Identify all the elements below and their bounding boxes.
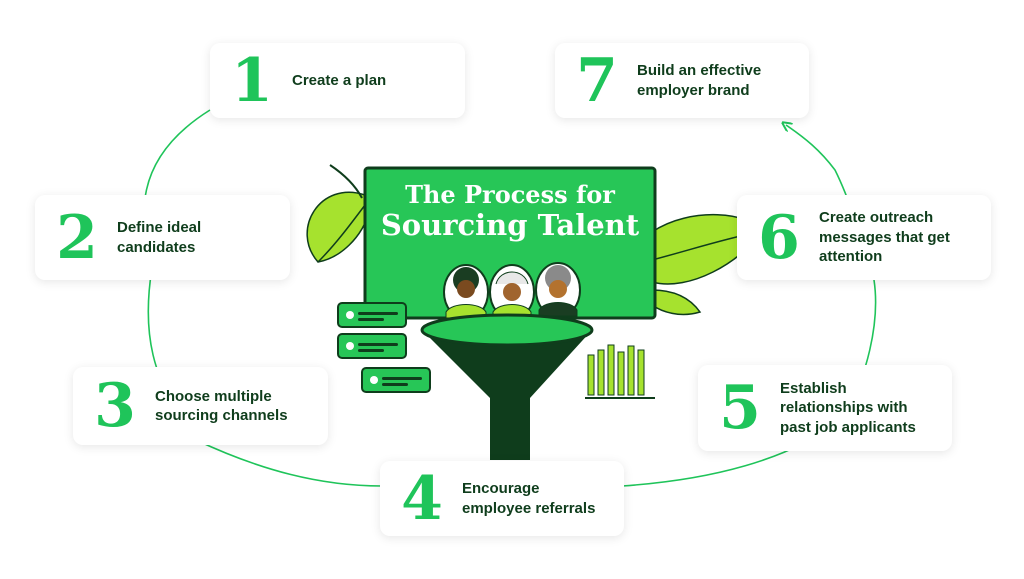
step-card-2: 2 Define ideal candidates [35,195,290,280]
step-number: 4 [401,463,443,534]
step-number: 6 [758,202,800,273]
leaf-icon [306,164,371,263]
step-number: 1 [231,45,273,116]
step-card-1: 1 Create a plan [210,43,465,118]
step-label: Build an effective employer brand [637,62,762,99]
step-card-5: 5 Establish relationships with past job … [698,365,952,451]
step-label: Choose multiple sourcing channels [155,387,288,425]
list-card-icon [361,367,431,393]
bar-chart-icon [585,344,655,399]
list-card-icon [337,333,407,359]
diagram-title: The Process for Sourcing Talent [365,180,655,243]
candidate-avatar-icon [489,264,535,320]
title-line-1: The Process for [405,180,615,209]
step-card-6: 6 Create outreach messages that get atte… [737,195,991,280]
candidate-avatar-icon [443,264,489,320]
step-number: 7 [576,45,618,116]
leaf-icon [651,214,763,316]
step-card-3: 3 Choose multiple sourcing channels [73,367,328,445]
step-label: Create outreach messages that get attent… [819,209,950,266]
step-label: Define ideal candidates [117,219,202,256]
candidate-avatar-icon [535,262,581,318]
step-label: Establish relationships with past job ap… [780,379,916,436]
step-card-4: 4 Encourage employee referrals [380,461,624,536]
step-label: Create a plan [292,71,387,89]
funnel-icon [420,313,594,460]
list-card-icon [337,302,407,328]
step-number: 5 [719,373,761,443]
cycle-arrow-icon [143,109,877,487]
step-number: 2 [56,202,98,273]
step-label: Encourage employee referrals [462,480,596,517]
title-line-2: Sourcing Talent [380,208,640,243]
step-number: 3 [94,371,136,441]
step-card-7: 7 Build an effective employer brand [555,43,809,118]
